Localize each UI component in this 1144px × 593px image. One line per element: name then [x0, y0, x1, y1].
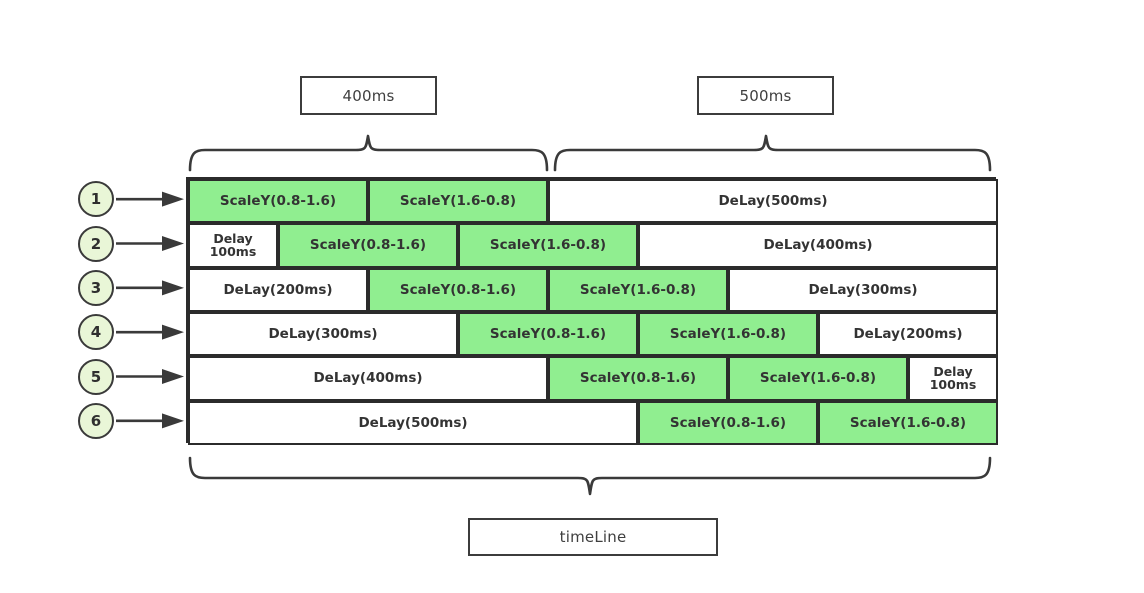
- delay-cell[interactable]: Delay 100ms: [908, 356, 998, 401]
- row-arrow-head: [162, 280, 184, 296]
- animation-cell[interactable]: ScaleY(0.8-1.6): [188, 179, 368, 224]
- label-400ms-box: 400ms: [300, 76, 437, 115]
- brace-500ms: [553, 134, 992, 172]
- row-index-node-2[interactable]: 2: [78, 225, 114, 262]
- row-index-node-5[interactable]: 5: [78, 358, 114, 395]
- animation-cell[interactable]: ScaleY(0.8-1.6): [548, 356, 728, 401]
- delay-cell[interactable]: DeLay(200ms): [188, 267, 368, 312]
- delay-cell[interactable]: DeLay(200ms): [818, 312, 998, 357]
- row-index-node-6[interactable]: 6: [78, 402, 114, 439]
- row-index-node-3[interactable]: 3: [78, 269, 114, 306]
- delay-cell[interactable]: Delay 100ms: [188, 223, 278, 268]
- timeline-row: DeLay(200ms)ScaleY(0.8-1.6)ScaleY(1.6-0.…: [188, 267, 998, 312]
- animation-cell[interactable]: ScaleY(0.8-1.6): [278, 223, 458, 268]
- animation-cell[interactable]: ScaleY(1.6-0.8): [548, 267, 728, 312]
- row-index-node-1[interactable]: 1: [78, 181, 114, 218]
- timeline-label-box: timeLine: [468, 518, 718, 556]
- timeline-grid: ScaleY(0.8-1.6)ScaleY(1.6-0.8)DeLay(500m…: [186, 177, 998, 445]
- delay-cell[interactable]: DeLay(300ms): [728, 267, 998, 312]
- timeline-row: DeLay(300ms)ScaleY(0.8-1.6)ScaleY(1.6-0.…: [188, 312, 998, 357]
- row-arrow-head: [162, 413, 184, 429]
- animation-cell[interactable]: ScaleY(1.6-0.8): [638, 312, 818, 357]
- animation-cell[interactable]: ScaleY(1.6-0.8): [728, 356, 908, 401]
- delay-cell[interactable]: DeLay(400ms): [188, 356, 548, 401]
- animation-cell[interactable]: ScaleY(0.8-1.6): [638, 400, 818, 445]
- delay-cell[interactable]: DeLay(500ms): [188, 400, 638, 445]
- row-arrow-head: [162, 236, 184, 251]
- label-500ms-box: 500ms: [697, 76, 834, 115]
- row-arrow-head: [162, 191, 184, 207]
- timeline-row: DeLay(400ms)ScaleY(0.8-1.6)ScaleY(1.6-0.…: [188, 356, 998, 401]
- row-index-node-4[interactable]: 4: [78, 314, 114, 351]
- brace-timeline: [188, 456, 992, 496]
- delay-cell[interactable]: DeLay(400ms): [638, 223, 998, 268]
- animation-cell[interactable]: ScaleY(1.6-0.8): [368, 179, 548, 224]
- animation-cell[interactable]: ScaleY(1.6-0.8): [458, 223, 638, 268]
- animation-cell[interactable]: ScaleY(0.8-1.6): [368, 267, 548, 312]
- delay-cell[interactable]: DeLay(500ms): [548, 179, 998, 224]
- animation-cell[interactable]: ScaleY(0.8-1.6): [458, 312, 638, 357]
- row-arrow-head: [162, 369, 184, 384]
- row-arrow-head: [162, 324, 184, 340]
- animation-cell[interactable]: ScaleY(1.6-0.8): [818, 400, 998, 445]
- label-400ms-text: 400ms: [342, 86, 395, 105]
- timeline-label-text: timeLine: [559, 528, 627, 546]
- timeline-row: DeLay(500ms)ScaleY(0.8-1.6)ScaleY(1.6-0.…: [188, 400, 998, 445]
- label-500ms-text: 500ms: [739, 86, 792, 105]
- timeline-row: ScaleY(0.8-1.6)ScaleY(1.6-0.8)DeLay(500m…: [188, 179, 998, 224]
- brace-400ms: [188, 134, 549, 172]
- delay-cell[interactable]: DeLay(300ms): [188, 312, 458, 357]
